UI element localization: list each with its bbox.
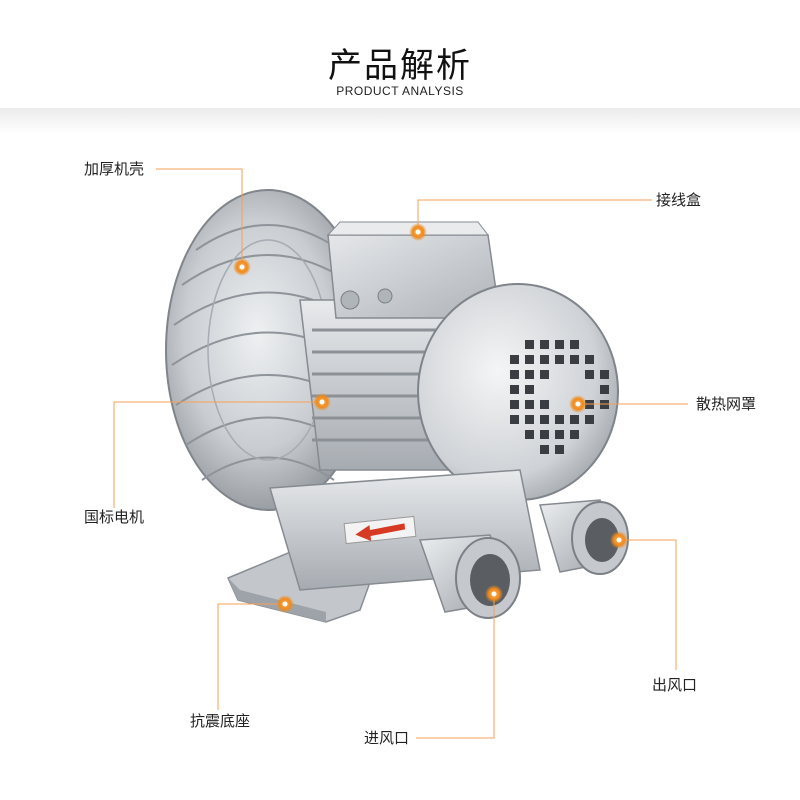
leader-standard-motor	[113, 401, 320, 508]
leader-shock-base	[217, 603, 284, 710]
callout-markers	[233, 223, 628, 613]
callout-label-air-outlet: 出风口	[652, 676, 698, 694]
callout-label-thick-housing: 加厚机壳	[84, 160, 145, 178]
outlet-pipe	[539, 499, 629, 575]
marker-air-outlet	[610, 531, 628, 549]
callout-label-shock-base: 抗震底座	[190, 712, 251, 730]
callout-label-air-inlet: 进风口	[364, 729, 410, 747]
page-title: 产品解析	[328, 46, 472, 86]
callout-label-standard-motor: 国标电机	[84, 508, 145, 526]
marker-air-inlet	[485, 585, 503, 603]
grille-holes	[510, 340, 609, 454]
leader-thick-housing	[156, 168, 243, 266]
marker-junction-box	[409, 223, 427, 241]
callout-label-cooling-cover: 散热网罩	[696, 395, 757, 413]
leader-air-outlet	[620, 539, 677, 670]
marker-standard-motor	[313, 393, 331, 411]
page-subtitle: PRODUCT ANALYSIS	[336, 84, 464, 98]
marker-cooling-cover	[569, 395, 587, 413]
marker-shock-base	[276, 595, 294, 613]
callout-leaders	[113, 168, 688, 739]
blower-illustration	[165, 189, 629, 623]
marker-thick-housing	[233, 258, 251, 276]
header-divider-band	[0, 108, 800, 134]
leader-air-inlet	[416, 594, 495, 739]
leader-junction-box	[417, 199, 652, 232]
inlet-pipe	[418, 534, 521, 619]
callout-label-junction-box: 接线盒	[656, 191, 702, 209]
